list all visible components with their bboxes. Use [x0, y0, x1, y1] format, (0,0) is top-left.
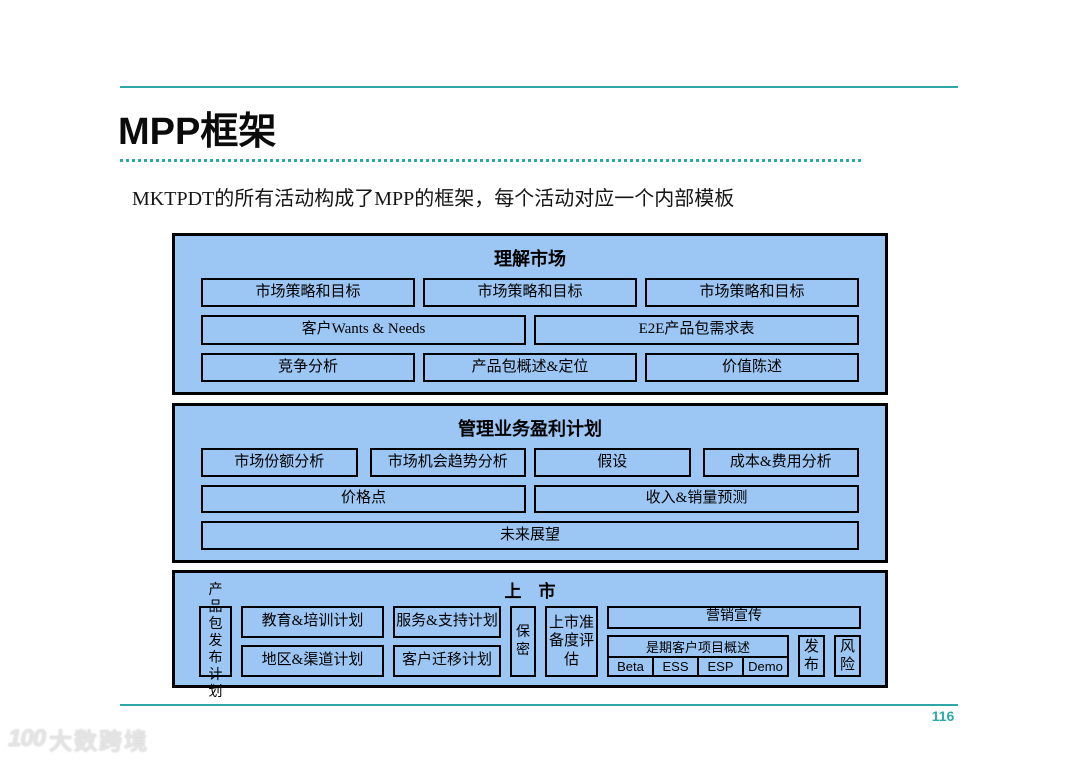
cell-market-strategy-goals-1: 市场策略和目标 [201, 278, 415, 308]
manage-profit-plan-title: 管理业务盈利计划 [458, 419, 602, 439]
section-manage-profit-plan: 管理业务盈利计划 市场份额分析 市场机会趋势分析 假设 成本&费用分析 价格点 … [172, 403, 888, 563]
cell-market-share-analysis: 市场份额分析 [201, 448, 358, 477]
launch-column-education-region: 教育&培训计划 地区&渠道计划 [241, 606, 384, 677]
manage-profit-plan-row1: 市场份额分析 市场机会趋势分析 假设 成本&费用分析 [201, 448, 859, 477]
section-launch: 上 市 产品包发布计划 教育&培训计划 地区&渠道计划 服务&支持计划 客户迁移… [172, 570, 888, 700]
cell-marketing-promotion: 营销宣传 [607, 606, 861, 629]
page-number: 116 [931, 708, 955, 724]
launch-title: 上 市 [504, 582, 556, 601]
early-customer-program-table: 是期客户项目概述 Beta ESS ESP Demo [607, 635, 789, 677]
watermark-logo: 100 大数跨境 [8, 722, 149, 756]
cell-competition-analysis: 竞争分析 [201, 352, 415, 382]
cell-region-channel-plan: 地区&渠道计划 [241, 645, 384, 677]
cell-market-opportunity-trend: 市场机会趋势分析 [369, 448, 526, 477]
cell-confidential: 保密 [510, 606, 536, 677]
bottom-rule [120, 704, 958, 706]
cell-program-ess: ESS [652, 658, 697, 675]
cell-market-strategy-goals-3: 市场策略和目标 [645, 278, 859, 308]
cell-cost-expense-analysis: 成本&费用分析 [702, 448, 859, 477]
cell-assumptions: 假设 [534, 448, 691, 477]
understand-market-row1: 市场策略和目标 市场策略和目标 市场策略和目标 [201, 278, 859, 308]
cell-price-point: 价格点 [201, 484, 526, 514]
title-underline-dotted [120, 159, 863, 162]
understand-market-row2: 客户Wants & Needs E2E产品包需求表 [201, 315, 859, 345]
cell-program-beta: Beta [617, 659, 644, 674]
cell-package-overview-positioning: 产品包概述&定位 [423, 352, 637, 382]
cell-program-demo: Demo [742, 658, 787, 675]
cell-customer-wants-needs: 客户Wants & Needs [201, 315, 526, 345]
cell-release: 发布 [798, 635, 825, 677]
section-understand-market: 理解市场 市场策略和目标 市场策略和目标 市场策略和目标 客户Wants & N… [172, 233, 888, 395]
cell-product-package-release-plan: 产品包发布计划 [199, 583, 232, 700]
cell-value-statement: 价值陈述 [645, 352, 859, 382]
manage-profit-plan-row2: 价格点 收入&销量预测 [201, 484, 859, 514]
launch-column-service-migration: 服务&支持计划 客户迁移计划 [393, 606, 501, 677]
understand-market-rows: 市场策略和目标 市场策略和目标 市场策略和目标 客户Wants & Needs … [201, 278, 859, 382]
launch-right-section: 营销宣传 是期客户项目概述 Beta ESS ESP Demo 发布 风险 [607, 606, 861, 677]
cell-service-support-plan: 服务&支持计划 [393, 606, 501, 638]
cell-launch-readiness-assessment: 上市准备度评估 [545, 606, 598, 677]
cell-customer-migration-plan: 客户迁移计划 [393, 645, 501, 677]
cell-revenue-sales-forecast: 收入&销量预测 [534, 484, 859, 514]
cell-e2e-requirements: E2E产品包需求表 [534, 315, 859, 345]
cell-education-training-plan: 教育&培训计划 [241, 606, 384, 638]
cell-program-esp: ESP [697, 658, 742, 675]
row1-right-half: 假设 成本&费用分析 [534, 448, 859, 477]
watermark-100-icon: 100 [8, 725, 46, 752]
launch-right-bottom: 是期客户项目概述 Beta ESS ESP Demo 发布 风险 [607, 635, 861, 677]
subtitle: MKTPDT的所有活动构成了MPP的框架，每个活动对应一个内部模板 [132, 188, 735, 210]
program-cells: Beta ESS ESP Demo [609, 658, 787, 675]
understand-market-title: 理解市场 [494, 249, 566, 269]
top-rule [120, 86, 958, 88]
row1-left-half: 市场份额分析 市场机会趋势分析 [201, 448, 526, 477]
understand-market-row3: 竞争分析 产品包概述&定位 价值陈述 [201, 352, 859, 382]
watermark-text: 大数跨境 [49, 728, 150, 754]
early-customer-program-header: 是期客户项目概述 [609, 637, 787, 658]
manage-profit-plan-rows: 市场份额分析 市场机会趋势分析 假设 成本&费用分析 价格点 收入&销量预测 未… [201, 448, 859, 551]
launch-body: 产品包发布计划 教育&培训计划 地区&渠道计划 服务&支持计划 客户迁移计划 保… [199, 583, 861, 700]
manage-profit-plan-row3: 未来展望 [201, 521, 859, 551]
page-title: MPP框架 [118, 111, 277, 153]
cell-market-strategy-goals-2: 市场策略和目标 [423, 278, 637, 308]
cell-future-outlook: 未来展望 [201, 521, 859, 551]
cell-risk: 风险 [834, 635, 861, 677]
